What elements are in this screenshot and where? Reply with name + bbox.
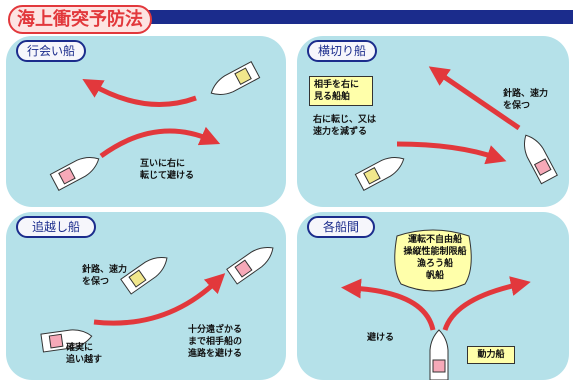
ship-give-way-icon xyxy=(354,150,409,191)
cloud-item-1: 運転不自由船 xyxy=(407,235,462,245)
note-head-on-1: 互いに右に xyxy=(140,159,186,169)
cloud-text: 運転不自由船 操縦性能制限船 漁ろう船 帆船 xyxy=(393,234,477,282)
overtaking-note-2: 追い越す xyxy=(66,355,103,365)
between-arrow-right xyxy=(442,276,531,331)
overtaking-clear-2: まで相手船の xyxy=(188,337,243,347)
cloud-item-3: 漁ろう船 xyxy=(416,259,453,269)
overtaking-clear-3: 進路を避ける xyxy=(188,349,243,359)
note-head-on-2: 転じて避ける xyxy=(140,171,195,181)
panel-crossing: 横切り船 相手を右に 見る船舶 右に転じ、又は 速力を減ずる 針路、速力 を保つ xyxy=(297,36,569,207)
badge-between: 各船間 xyxy=(307,216,375,238)
crossing-note-2: 速力を減ずる xyxy=(313,127,368,137)
head-on-arrow-lower xyxy=(99,126,221,159)
ship-power-icon xyxy=(429,329,449,380)
page-title: 海上衝突予防法 xyxy=(8,5,152,34)
between-power-box: 動力船 xyxy=(467,346,515,364)
crossing-keep-2: を保つ xyxy=(503,101,531,111)
overtaking-clear-1: 十分遠ざかる xyxy=(188,325,243,335)
badge-crossing: 横切り船 xyxy=(307,40,377,62)
head-on-arrow-upper xyxy=(82,78,197,107)
overtaking-arrow xyxy=(93,273,226,326)
panel-overtaking: 追越し船 針路、速力 を保つ 確実に 追い越す 十分遠ざかる まで相手船の 進路… xyxy=(6,212,286,380)
crossing-note-1: 右に転じ、又は xyxy=(313,115,377,125)
crossing-box-line2: 見る船舶 xyxy=(314,92,351,102)
cloud-item-2: 操縦性能制限船 xyxy=(403,247,467,257)
top-rule xyxy=(120,10,573,24)
ship-other-icon xyxy=(206,61,261,102)
crossing-box: 相手を右に 見る船舶 xyxy=(309,76,373,106)
panel-between: 各船間 運転不自由船 操縦性能制限船 漁ろう船 帆船 避ける 動力船 xyxy=(297,212,569,380)
badge-head-on: 行会い船 xyxy=(16,40,86,62)
crossing-box-line1: 相手を右に xyxy=(314,80,360,90)
between-avoid-note: 避ける xyxy=(367,333,395,343)
badge-overtaking: 追越し船 xyxy=(16,216,96,238)
overtaking-keep-1: 針路、速力 xyxy=(82,265,128,275)
ship-overtaken-icon xyxy=(120,250,173,295)
cloud-item-4: 帆船 xyxy=(425,271,444,281)
ship-overtaking-ahead-icon xyxy=(226,240,279,285)
crossing-arrow-give-way xyxy=(396,141,507,165)
cloud-shape xyxy=(394,229,472,292)
ship-own-icon xyxy=(49,150,104,191)
panel-head-on: 行会い船 互いに右に 転じて避ける xyxy=(6,36,286,207)
crossing-keep-1: 針路、速力 xyxy=(503,89,549,99)
overtaking-keep-2: を保つ xyxy=(82,277,110,287)
between-arrow-left xyxy=(341,278,436,331)
ship-stand-on-icon xyxy=(517,130,558,185)
overtaking-note-1: 確実に xyxy=(66,343,94,353)
crossing-arrow-stand-on xyxy=(428,66,521,131)
